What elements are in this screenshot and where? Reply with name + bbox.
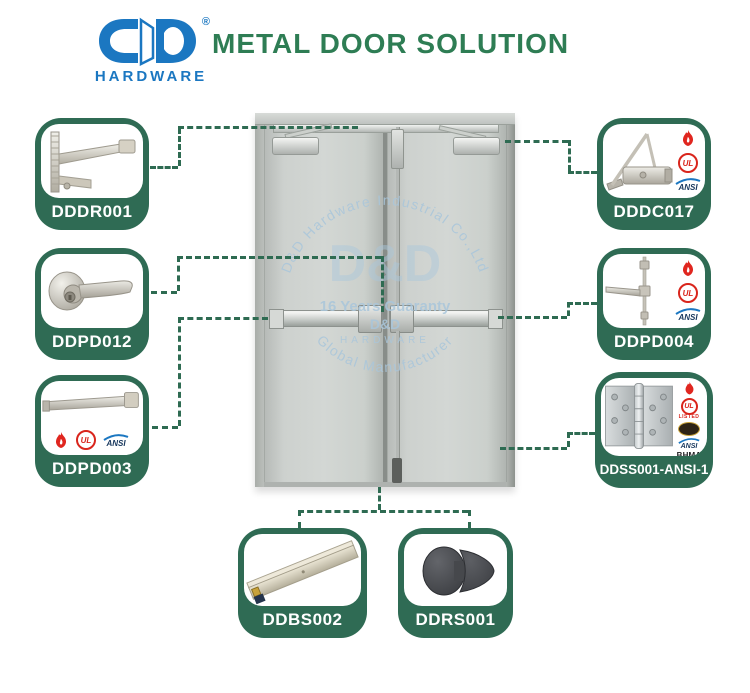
product-label: DDDC017 <box>613 202 695 221</box>
connector-bottom <box>378 487 381 510</box>
registered-mark: ® <box>201 16 210 28</box>
connector-ddpd012 <box>177 256 180 291</box>
ul-icon: UL <box>76 430 96 450</box>
bhma-icon: BHMA <box>674 452 704 457</box>
product-card-ddpd003: UL ANSI DDPD003 <box>35 375 149 487</box>
product-label: DDSS001-ANSI-1 <box>599 462 709 477</box>
connector-dddr001 <box>150 166 178 169</box>
connector-ddss001 <box>567 432 570 447</box>
company-logo: ® HARDWARE <box>92 16 210 88</box>
ansi-icon: ANSI <box>103 433 129 447</box>
product-card-ddss001: UL LISTED ANSI BHMA DDSS001-ANSI-1 <box>595 372 713 488</box>
product-card-ddpd012: DDPD012 <box>35 248 149 360</box>
ul-listed-icon: UL LISTED <box>679 398 700 420</box>
product-label: DDDR001 <box>51 202 133 221</box>
fire-rated-icon <box>682 129 694 147</box>
connector-ddpd004 <box>567 302 597 305</box>
logo-wordmark: HARDWARE <box>94 68 208 85</box>
door-stop-image <box>422 546 495 596</box>
lever-handle-image <box>48 271 133 311</box>
product-card-dddr001: DDDR001 <box>35 118 149 230</box>
product-label: DDPD003 <box>51 459 133 478</box>
connector-bottom <box>298 510 468 513</box>
connector-ddrs001 <box>468 510 471 528</box>
connector-ddss001 <box>500 447 567 450</box>
vertical-rod-upper <box>396 127 400 323</box>
panic-bar-right <box>389 309 503 329</box>
bottom-latch-case <box>392 458 402 483</box>
hinge-image <box>605 382 673 450</box>
ansi-icon: ANSI <box>675 308 701 322</box>
dd-monogram-icon <box>99 17 196 66</box>
connector-ddbs002 <box>298 510 301 528</box>
product-label: DDPD004 <box>613 332 695 351</box>
fire-rated-icon <box>55 431 67 448</box>
connector-dddc017 <box>568 140 571 171</box>
product-card-ddbs002: DDBS002 <box>238 528 367 638</box>
connector-ddpd004 <box>498 316 567 319</box>
certification-icons: UL ANSI <box>53 430 129 450</box>
door-bottom-seal-image <box>246 540 359 605</box>
vertical-rod-lower <box>396 331 400 463</box>
page-title: METAL DOOR SOLUTION <box>212 28 570 59</box>
panic-center-case-right <box>390 305 414 333</box>
vertical-rod-panic-image <box>605 256 651 326</box>
panic-center-case-left <box>358 305 382 333</box>
certification-icons: UL ANSI <box>675 129 701 192</box>
connector-dddr001 <box>178 128 181 166</box>
connector-ddpd003 <box>178 317 181 426</box>
connector-dddc017 <box>568 171 597 174</box>
door-meeting-gap <box>383 125 387 482</box>
connector-ddpd012 <box>151 291 177 294</box>
door-sill <box>264 482 506 487</box>
door-closer-left <box>272 137 319 155</box>
connector-ddss001 <box>567 432 595 435</box>
connector-dddc017 <box>505 140 568 143</box>
fire-rated-icon <box>685 381 693 395</box>
product-card-ddpd004: UL ANSI DDPD004 <box>597 248 711 360</box>
connector-dddr001 <box>178 126 358 129</box>
panic-bar-left <box>269 309 383 329</box>
ansi-icon: ANSI <box>675 178 701 192</box>
certification-icons: UL LISTED ANSI BHMA <box>674 381 704 456</box>
ul-icon: UL <box>678 153 698 173</box>
fire-rated-icon <box>682 259 694 277</box>
connector-ddpd004 <box>567 302 570 316</box>
product-card-dddc017: UL ANSI DDDC017 <box>597 118 711 230</box>
panic-bar-image <box>42 392 139 412</box>
product-label: DDPD012 <box>51 332 133 351</box>
door-leaf-left <box>264 125 384 482</box>
certification-icons: UL ANSI <box>675 259 701 322</box>
product-label: DDBS002 <box>262 610 343 629</box>
ansi-icon: ANSI <box>678 438 700 450</box>
connector-ddpd012 <box>381 256 384 312</box>
top-latch-case <box>391 129 404 169</box>
metal-double-door <box>255 113 515 487</box>
panic-bar-end-cap <box>269 309 284 329</box>
connector-ddpd003 <box>152 426 178 429</box>
connector-ddpd003 <box>178 317 268 320</box>
ul-icon: UL <box>678 283 698 303</box>
panic-bar-end-cap <box>488 309 503 329</box>
door-coordinator-image <box>50 131 136 193</box>
door-closer-right <box>453 137 500 155</box>
door-leaf-right <box>387 125 507 482</box>
warranty-badge-icon <box>678 422 700 436</box>
door-closer-image <box>606 133 673 191</box>
connector-ddpd012 <box>177 256 381 259</box>
product-card-ddrs001: DDRS001 <box>398 528 513 638</box>
product-label: DDRS001 <box>415 610 496 629</box>
